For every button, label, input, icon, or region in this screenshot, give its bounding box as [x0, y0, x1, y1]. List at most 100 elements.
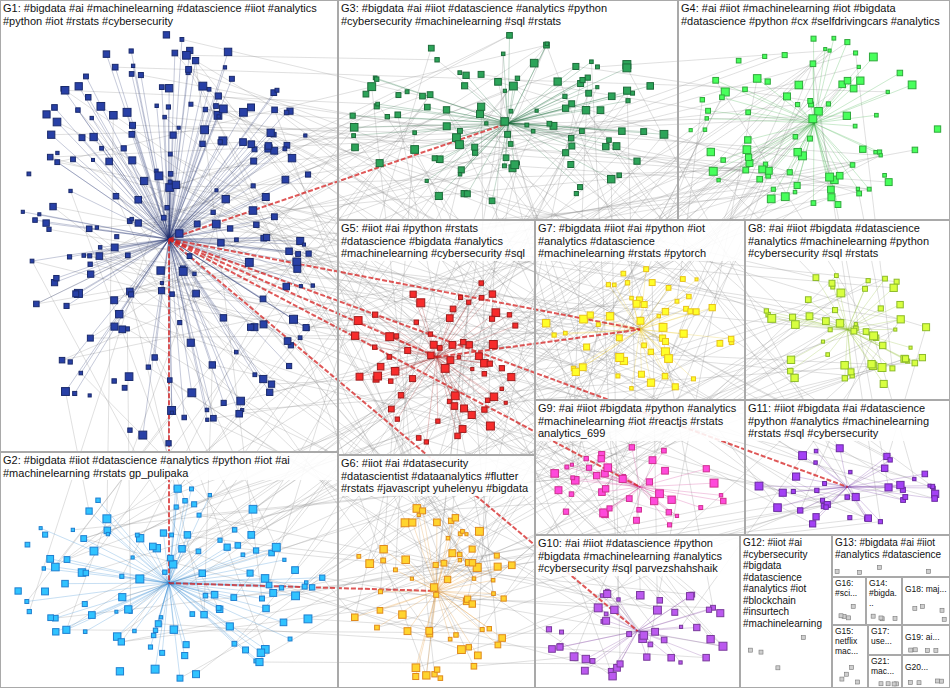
vertex-icon	[88, 612, 95, 619]
group-panel: G15: netflix mac...	[832, 625, 868, 688]
vertex-icon	[119, 326, 126, 333]
vertex-icon	[15, 588, 21, 594]
vertex-icon	[912, 147, 918, 153]
network-line	[308, 563, 469, 619]
vertex-icon	[569, 143, 575, 149]
network-line	[182, 39, 423, 96]
vertex-icon	[218, 240, 224, 246]
vertex-icon	[505, 131, 511, 137]
vertex-icon	[309, 585, 314, 590]
vertex-icon	[394, 334, 398, 338]
vertex-icon	[860, 146, 866, 152]
vertex-icon	[232, 528, 236, 532]
vertex-icon	[39, 527, 42, 530]
vertex-icon	[174, 485, 181, 492]
vertex-icon	[563, 94, 567, 98]
vertex-icon	[197, 513, 201, 517]
vertex-icon	[836, 445, 843, 452]
vertex-icon	[810, 521, 816, 527]
network-line	[169, 489, 178, 583]
vertex-icon	[598, 456, 604, 462]
vertex-icon	[903, 495, 908, 500]
network-line	[508, 80, 583, 123]
vertex-icon	[118, 639, 124, 645]
network-line	[572, 465, 640, 487]
vertex-icon	[585, 75, 590, 80]
group-panel: G16: #sci...	[832, 577, 866, 625]
vertex-icon	[552, 333, 556, 337]
vertex-icon	[578, 185, 583, 190]
vertex-icon	[839, 614, 843, 618]
network-line	[638, 631, 665, 640]
network-line	[169, 239, 297, 269]
vertex-icon	[703, 654, 709, 660]
network-line	[638, 628, 697, 631]
network-line	[86, 76, 169, 239]
vertex-icon	[458, 558, 461, 561]
vertex-icon	[131, 64, 134, 67]
vertex-icon	[399, 611, 406, 618]
network-line	[848, 329, 884, 383]
vertex-icon	[216, 606, 221, 611]
network-line	[169, 540, 220, 583]
vertex-icon	[784, 93, 791, 100]
vertex-icon	[934, 126, 940, 132]
vertex-icon	[166, 105, 170, 109]
vertex-icon	[771, 187, 775, 191]
vertex-icon	[569, 492, 574, 497]
vertex-icon	[283, 283, 290, 290]
vertex-icon	[662, 308, 668, 314]
network-line	[169, 133, 271, 239]
vertex-icon	[581, 667, 588, 674]
vertex-icon	[680, 277, 685, 282]
network-line	[437, 357, 472, 415]
vertex-icon	[64, 557, 70, 563]
vertex-icon	[193, 272, 196, 275]
vertex-icon	[128, 428, 132, 432]
network-line	[593, 631, 638, 661]
vertex-icon	[251, 158, 257, 164]
vertex-icon	[626, 496, 632, 502]
vertex-icon	[501, 52, 504, 55]
network-line	[169, 110, 275, 239]
vertex-icon	[425, 179, 428, 182]
vertex-icon	[765, 167, 772, 174]
network-line	[508, 123, 533, 131]
group-panel: G3: #bigdata #ai #iiot #datascience #ana…	[338, 0, 678, 220]
network-line	[508, 104, 572, 123]
group-heading: G10: #ai #iiot #datascience #python #big…	[536, 536, 739, 576]
vertex-icon	[854, 51, 858, 55]
vertex-icon	[815, 108, 823, 116]
network-line	[391, 357, 437, 381]
vertex-icon	[172, 50, 178, 56]
vertex-icon	[507, 313, 511, 317]
network-line	[552, 631, 637, 649]
vertex-icon	[112, 64, 118, 70]
vertex-icon	[447, 357, 454, 364]
network-line	[813, 487, 848, 524]
vertex-icon	[863, 286, 868, 291]
network-line	[468, 84, 581, 600]
network-line	[92, 118, 169, 239]
vertex-icon	[580, 315, 588, 323]
group-panel: G18: maj...	[902, 577, 950, 625]
network-line	[437, 591, 478, 655]
vertex-icon	[292, 592, 300, 600]
network-line	[426, 357, 436, 442]
network-line	[816, 487, 847, 517]
network-line	[127, 112, 169, 239]
vertex-icon	[64, 303, 69, 308]
vertex-icon	[841, 362, 848, 369]
vertex-icon	[417, 299, 425, 307]
vertex-icon	[480, 628, 484, 632]
vertex-icon	[874, 150, 877, 153]
vertex-icon	[630, 387, 633, 390]
network-line	[766, 311, 847, 330]
vertex-icon	[719, 494, 722, 497]
group-panel: G4: #ai #iiot #machinelearning #iot #big…	[678, 0, 950, 220]
group-panel: G9: #ai #iiot #bigdata #python #analytic…	[535, 400, 745, 535]
vertex-icon	[495, 642, 501, 648]
vertex-icon	[913, 477, 916, 480]
network-line	[169, 583, 261, 653]
